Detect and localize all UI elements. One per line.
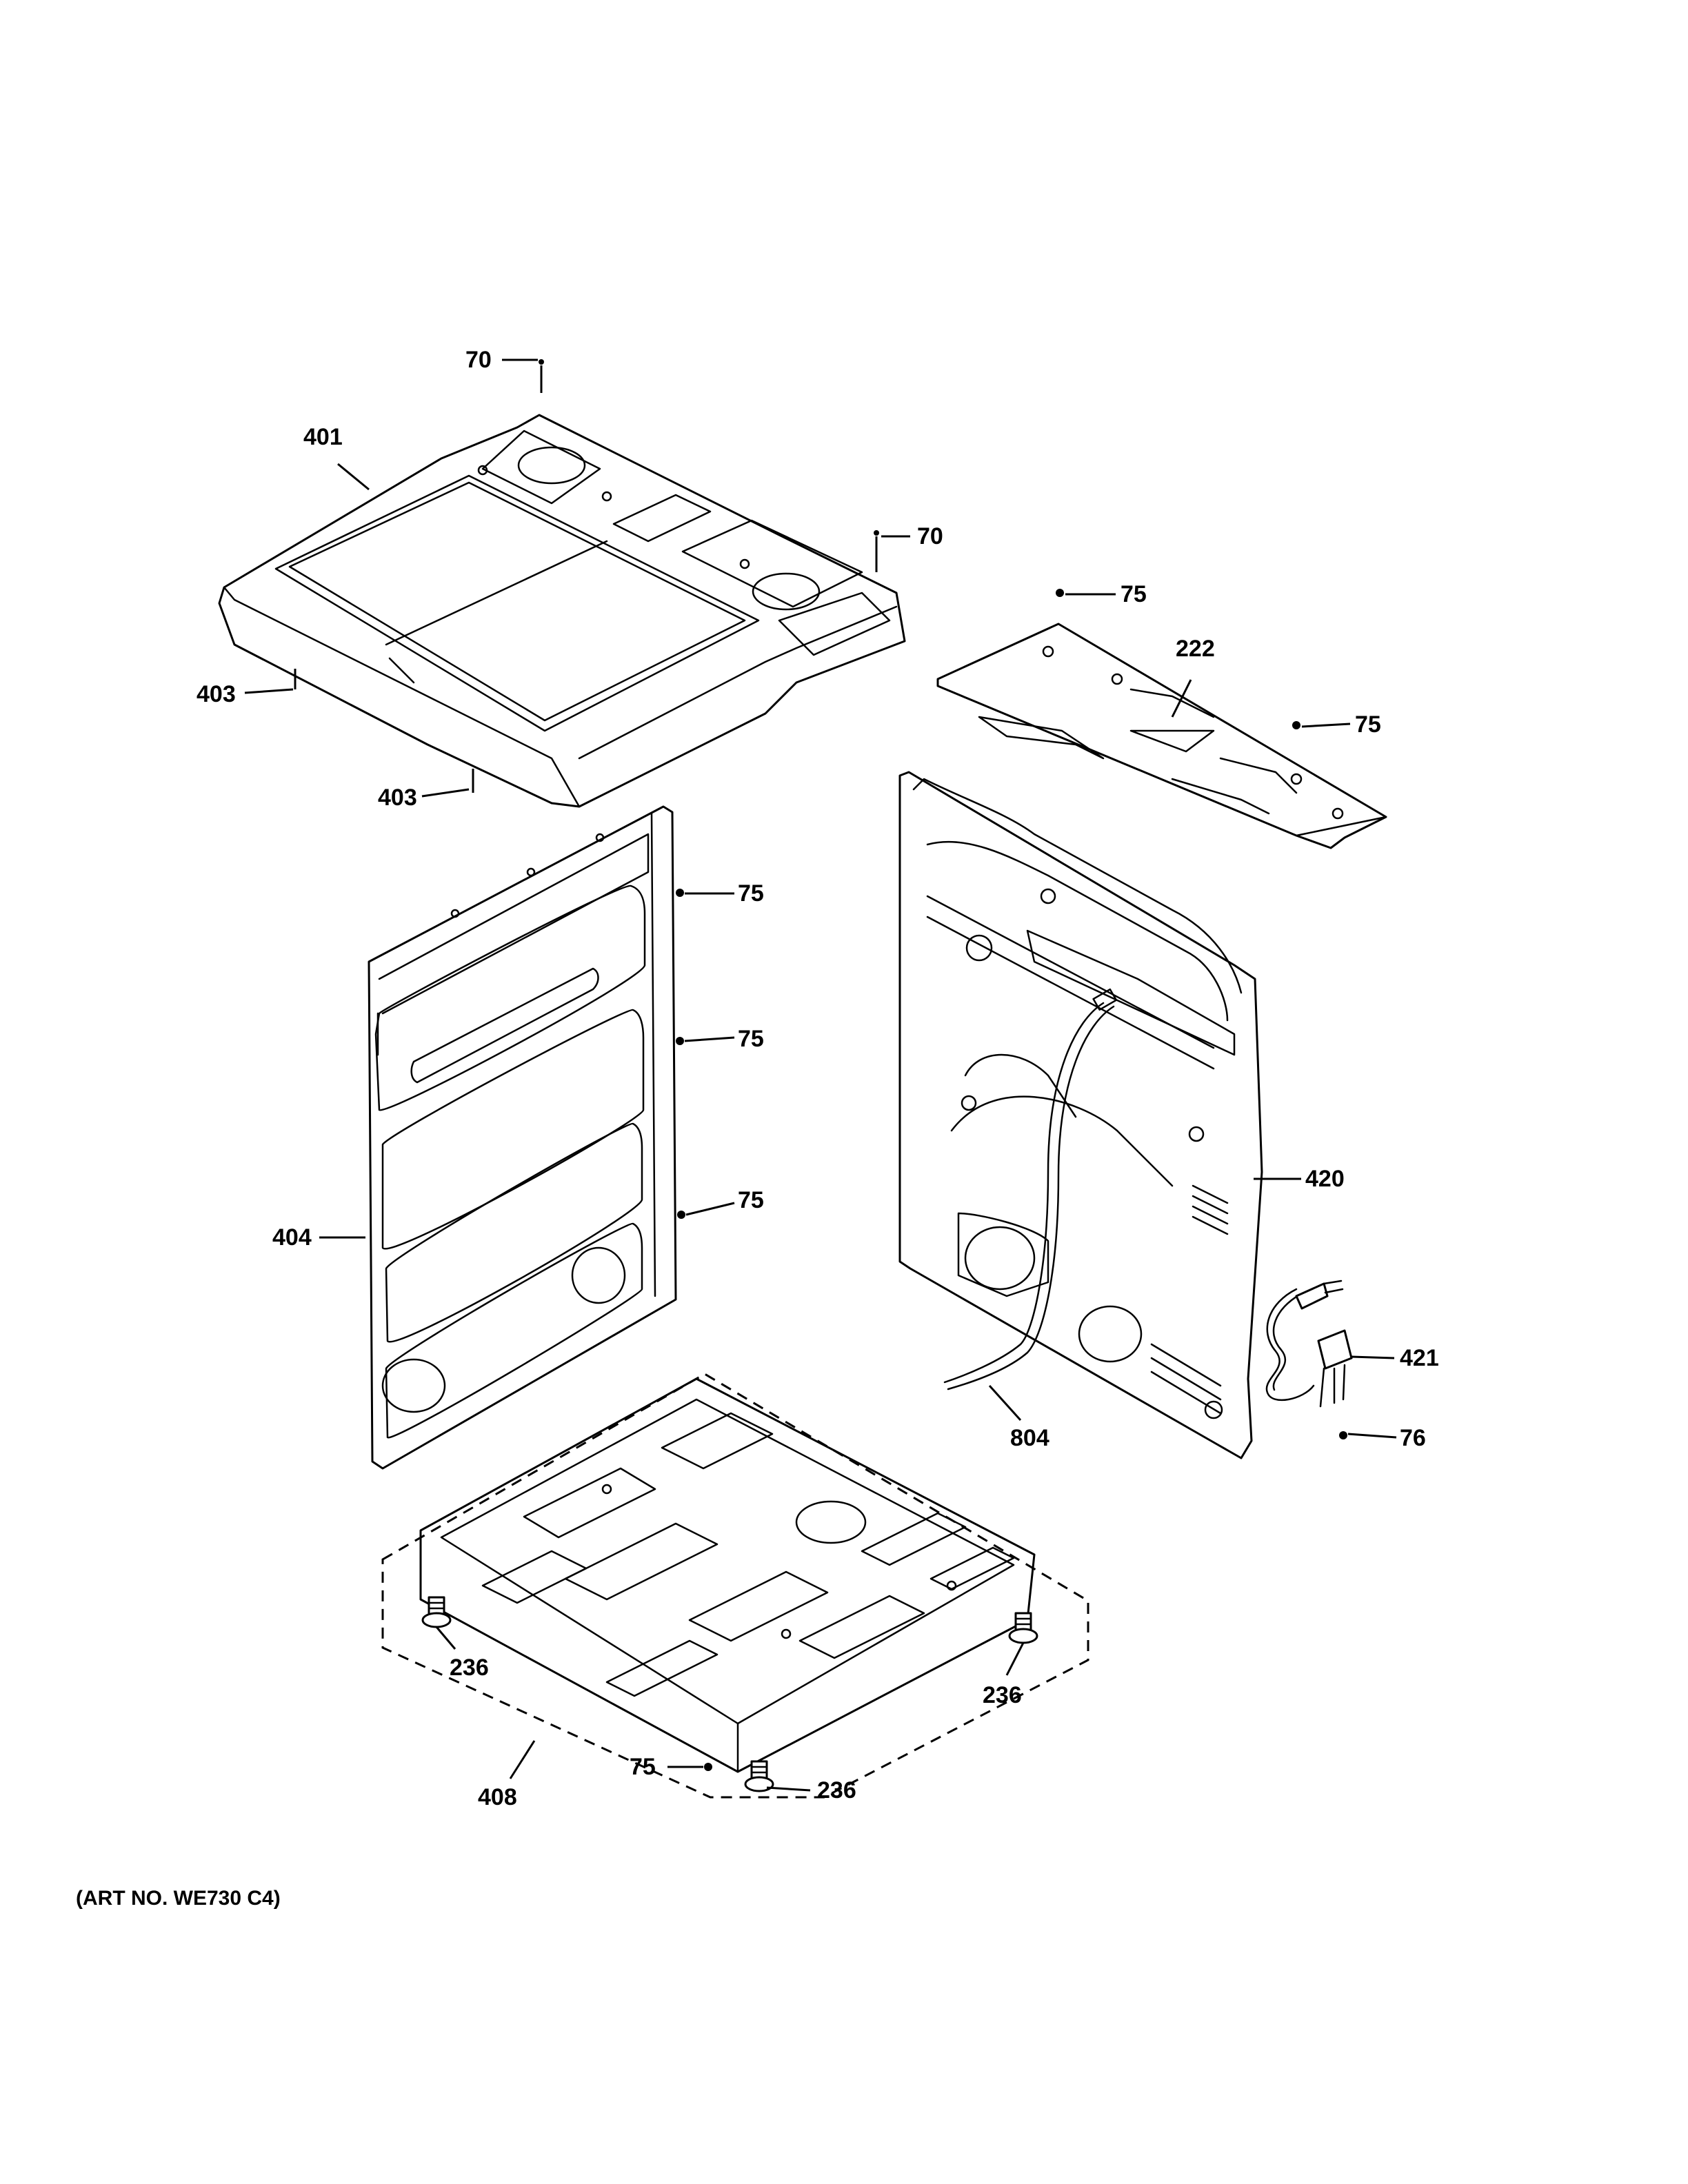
callout-403-left: 403 xyxy=(197,681,236,707)
leveling-leg-right xyxy=(1008,1612,1038,1644)
callout-404: 404 xyxy=(272,1224,312,1251)
screw-icon xyxy=(294,359,1347,1771)
art-number: (ART NO. WE730 C4) xyxy=(76,1887,281,1910)
back-panel-420 xyxy=(898,771,1263,1459)
leveling-leg-bottom xyxy=(744,1760,774,1792)
base-pan-408 xyxy=(419,1377,1036,1773)
power-cord-421 xyxy=(1265,1280,1353,1408)
callout-75-plate-right: 75 xyxy=(1355,711,1381,738)
side-panel-404 xyxy=(368,805,677,1470)
callout-75-plate-top: 75 xyxy=(1121,581,1147,607)
callout-75-side-2: 75 xyxy=(738,1026,764,1052)
top-panel-401 xyxy=(218,414,906,808)
leader-lines xyxy=(244,358,1397,1792)
callout-420: 420 xyxy=(1305,1166,1345,1192)
callout-70-top: 70 xyxy=(465,347,492,373)
callout-70-right: 70 xyxy=(917,523,943,549)
hose-804 xyxy=(943,988,1118,1391)
callout-804: 804 xyxy=(1010,1425,1049,1451)
base-kit-outline xyxy=(381,1373,1089,1799)
callout-408: 408 xyxy=(478,1784,517,1810)
callout-222: 222 xyxy=(1176,636,1215,662)
callout-403-bottom: 403 xyxy=(378,785,417,811)
plate-222 xyxy=(936,623,1387,849)
callout-236-left: 236 xyxy=(450,1655,489,1681)
callout-75-base: 75 xyxy=(630,1754,656,1780)
callout-75-side-3: 75 xyxy=(738,1187,764,1213)
callout-401: 401 xyxy=(303,424,343,450)
callout-421: 421 xyxy=(1400,1345,1439,1371)
callout-236-right: 236 xyxy=(983,1682,1022,1708)
callout-236-bottom: 236 xyxy=(817,1777,856,1803)
callout-76: 76 xyxy=(1400,1425,1426,1451)
callout-75-side-1: 75 xyxy=(738,880,764,907)
